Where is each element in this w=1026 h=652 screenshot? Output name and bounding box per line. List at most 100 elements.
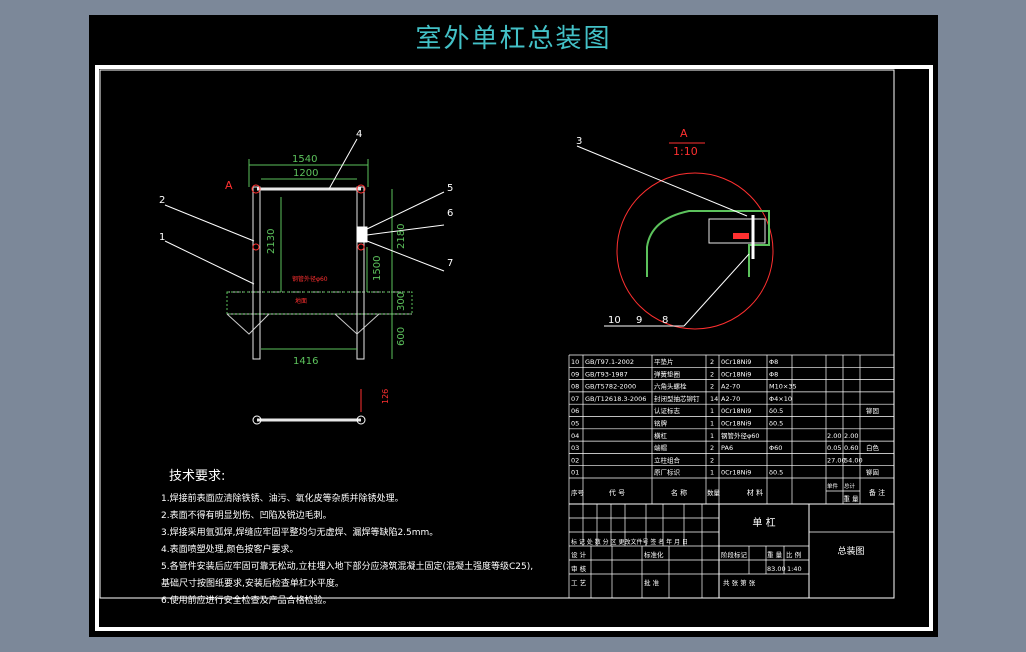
tb-drawing-name: 总装图 bbox=[837, 545, 864, 557]
part-spec: Φ8 bbox=[769, 370, 778, 378]
front-view-labels: A 1540 1200 1416 2130 2180 1500 300 600 … bbox=[159, 129, 453, 404]
part-qty: 2 bbox=[710, 358, 714, 366]
part-note: 铆固 bbox=[866, 468, 879, 477]
balloon-4: 4 bbox=[356, 129, 362, 140]
bolt-mark bbox=[733, 233, 749, 239]
part-name: 平垫片 bbox=[654, 357, 674, 366]
part-code: GB/T12618.3-2006 bbox=[585, 395, 646, 403]
part-qty: 2 bbox=[710, 383, 714, 391]
dim-300: 300 bbox=[396, 292, 407, 311]
left-post bbox=[252, 186, 261, 360]
part-qty: 2 bbox=[710, 444, 714, 452]
rivet-left bbox=[252, 243, 260, 251]
part-material: 0Cr18Ni9 bbox=[721, 358, 751, 366]
part-no: 08 bbox=[571, 383, 579, 391]
tb-weight-label: 重 量 bbox=[767, 551, 783, 559]
tb-process: 工 艺 bbox=[571, 579, 587, 587]
header-weight: 重 量 bbox=[843, 495, 859, 503]
part-qty: 14 bbox=[710, 395, 718, 403]
dim-1540: 1540 bbox=[292, 154, 317, 165]
part-no: 06 bbox=[571, 407, 579, 415]
part-spec: Φ8 bbox=[769, 358, 778, 366]
tb-scale-label: 比 例 bbox=[786, 550, 801, 559]
name-plate bbox=[356, 226, 368, 243]
cap-right bbox=[356, 184, 366, 194]
part-qty: 1 bbox=[710, 432, 714, 440]
tech-line-3: 3.焊接采用氩弧焊,焊缝应牢固平整均匀无虚焊、漏焊等缺陷2.5mm。 bbox=[161, 528, 439, 538]
part-material: 0Cr18Ni9 bbox=[721, 370, 751, 378]
part-name: 端帽 bbox=[654, 443, 668, 452]
ground-band bbox=[226, 291, 413, 315]
leader-6 bbox=[366, 224, 445, 236]
dim-600: 600 bbox=[396, 327, 407, 346]
part-spec: δ0.5 bbox=[769, 407, 783, 415]
tb-standard: 标准化 bbox=[644, 550, 664, 559]
bar-section bbox=[708, 218, 766, 244]
part-spec: δ0.5 bbox=[769, 420, 783, 428]
part-name: 横杠 bbox=[654, 431, 668, 440]
tb-scale-value: 1:40 bbox=[787, 565, 802, 573]
leader-3 bbox=[576, 145, 748, 217]
dim-2180: 2180 bbox=[396, 224, 407, 249]
drawing-title: 室外单杠总装图 bbox=[415, 24, 612, 54]
part-material: A2-70 bbox=[721, 383, 740, 391]
header-code: 代 号 bbox=[609, 488, 625, 497]
leader-4 bbox=[328, 138, 358, 190]
footing-hatch-left bbox=[226, 313, 270, 335]
part-no: 07 bbox=[571, 395, 579, 403]
view-label-a: A bbox=[225, 179, 233, 192]
part-weight-total: 0.60 bbox=[844, 444, 858, 452]
part-code: GB/T97.1-2002 bbox=[585, 358, 634, 366]
cad-drawing: A 1540 1200 1416 2130 2180 1500 300 600 … bbox=[99, 69, 895, 599]
header-total: 总计 bbox=[844, 482, 856, 490]
inner-border bbox=[99, 69, 895, 599]
detail-view bbox=[576, 142, 774, 330]
tech-line-4: 4.表面喷塑处理,颜色按客户要求。 bbox=[161, 545, 299, 555]
part-note: 铆固 bbox=[866, 406, 879, 415]
small-dim: 126 bbox=[381, 389, 390, 404]
leader-2 bbox=[164, 204, 255, 242]
tb-weight-value: 83.00 bbox=[767, 565, 786, 573]
part-no: 04 bbox=[571, 432, 579, 440]
balloon-1: 1 bbox=[159, 232, 165, 243]
part-weight-single: 27.00 bbox=[827, 456, 846, 464]
header-material: 材 料 bbox=[747, 488, 763, 497]
part-material: 钢管外径φ60 bbox=[721, 431, 760, 440]
header-qty: 数量 bbox=[707, 488, 721, 497]
balloon-6: 6 bbox=[447, 208, 453, 219]
end-view-cap-left bbox=[252, 415, 262, 425]
part-name: 原厂标识 bbox=[654, 468, 681, 477]
title-block: 单 杠总装图标 记 处 数 分 区 更改文件号 签 名 年 月 日设 计标准化审… bbox=[568, 503, 895, 599]
part-material: 0Cr18Ni9 bbox=[721, 420, 751, 428]
end-cap-profile bbox=[646, 210, 770, 277]
tb-check: 审 核 bbox=[571, 564, 587, 573]
balloon-3: 3 bbox=[576, 136, 582, 147]
leader-7 bbox=[366, 240, 445, 272]
tech-requirements-title: 技术要求: bbox=[169, 469, 226, 484]
part-material: PA6 bbox=[721, 444, 733, 452]
part-spec: Φ4×10 bbox=[769, 395, 792, 403]
balloon-10: 10 bbox=[608, 315, 621, 326]
part-name: 封闭型抽芯铆钉 bbox=[654, 394, 700, 403]
tb-design: 设 计 bbox=[571, 550, 587, 559]
rivet-right bbox=[357, 243, 365, 251]
tb-mark-row: 标 记 处 数 分 区 更改文件号 签 名 年 月 日 bbox=[571, 538, 688, 546]
part-material: 0Cr18Ni9 bbox=[721, 407, 751, 415]
tech-line-5: 5.各管件安装后应牢固可靠无松动,立柱埋入地下部分应浇筑混凝土固定(混凝土强度等… bbox=[161, 562, 534, 572]
right-post bbox=[356, 186, 365, 360]
drawing-frame: 室外单杠总装图 bbox=[89, 15, 938, 637]
dim-1416: 1416 bbox=[293, 356, 318, 367]
balloon-7: 7 bbox=[447, 258, 453, 269]
part-name: 立柱组合 bbox=[654, 455, 681, 464]
tech-line-1: 1.焊接前表面应清除铁锈、油污、氧化皮等杂质并除锈处理。 bbox=[161, 494, 404, 504]
part-weight-single: 0.05 bbox=[827, 444, 841, 452]
drawing-area: A 1540 1200 1416 2130 2180 1500 300 600 … bbox=[99, 69, 929, 627]
drawing-sheet: A 1540 1200 1416 2130 2180 1500 300 600 … bbox=[95, 65, 933, 631]
part-no: 05 bbox=[571, 420, 579, 428]
balloon-5: 5 bbox=[447, 183, 453, 194]
part-name: 六角头螺栓 bbox=[654, 382, 687, 391]
part-name: 认证标志 bbox=[654, 406, 681, 415]
balloon-2: 2 bbox=[159, 195, 165, 206]
part-note: 白色 bbox=[866, 443, 880, 452]
